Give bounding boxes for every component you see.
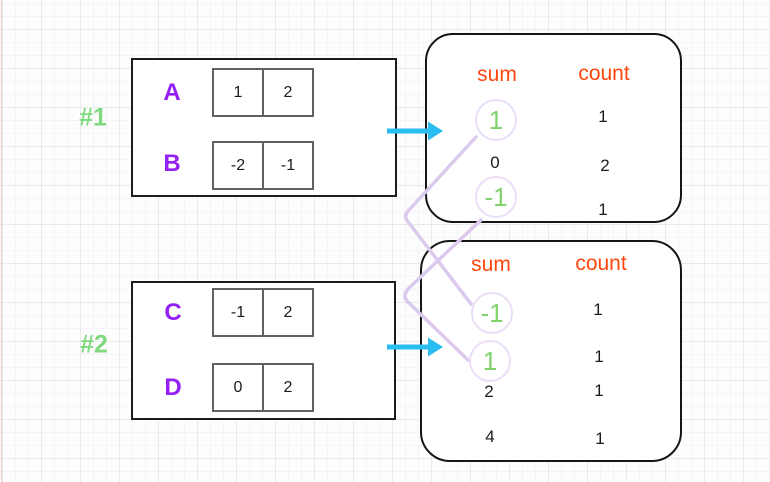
count-value: 2 [600,156,610,175]
example-2-label: #2 [80,330,108,359]
sum-value: -1 [484,181,508,212]
cell-value: 1 [233,83,243,101]
array-cell: 1 [214,70,262,115]
cell-value: -2 [230,156,246,174]
example-2-sum-header: sum [471,253,511,276]
count-value: 1 [594,381,604,400]
count-value: 1 [594,347,604,366]
cell-value: -1 [230,303,246,321]
example-1-count-header: count [578,62,630,85]
cell-value: 2 [283,83,293,101]
example-1-label: #1 [79,103,107,132]
highlight-circle-ex2-sum1: 1 [469,340,511,382]
array-cell: -1 [214,290,262,335]
sum-value: 2 [484,382,494,401]
array-d-cells: 0 2 [212,363,314,412]
count-value: 1 [595,429,605,448]
array-d-name: D [164,374,182,401]
count-value: 1 [593,300,603,319]
array-b-name: B [163,150,181,177]
array-cell: 2 [262,70,312,115]
cell-value: 2 [283,378,293,396]
sum-value: 1 [482,345,498,376]
array-cell: 2 [262,365,312,410]
example-2-count-header: count [575,252,627,275]
array-cell: 0 [214,365,262,410]
highlight-circle-ex1-sum-minus1: -1 [475,176,517,218]
count-value: 1 [598,107,608,126]
highlight-circle-ex1-sum1: 1 [475,99,517,141]
notebook-margin-line [1,0,2,482]
array-a-name: A [163,79,181,106]
array-a-cells: 1 2 [212,68,314,117]
sum-value: -1 [480,297,504,328]
cell-value: 2 [283,303,293,321]
array-c-name: C [164,299,182,326]
array-cell: -1 [262,143,312,188]
count-value: 1 [598,200,608,219]
sum-value: 0 [490,153,500,172]
array-cell: -2 [214,143,262,188]
example-2-sum-table [420,240,682,462]
cell-value: -1 [280,156,296,174]
sum-value: 4 [485,427,495,446]
highlight-circle-ex2-sum-minus1: -1 [471,292,513,334]
array-cell: 2 [262,290,312,335]
sum-value: 1 [488,104,504,135]
example-1-sum-table [425,33,682,223]
array-c-cells: -1 2 [212,288,314,337]
cell-value: 0 [233,378,243,396]
array-b-cells: -2 -1 [212,141,314,190]
example-1-sum-header: sum [477,63,517,86]
